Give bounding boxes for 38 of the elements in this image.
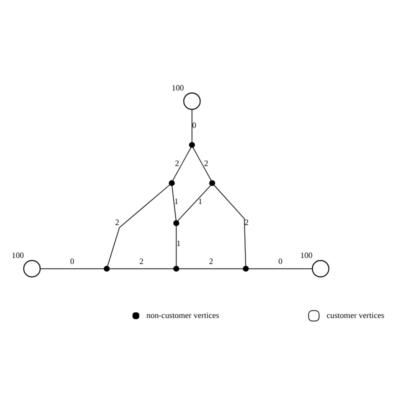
node-circle (312, 260, 330, 278)
legend-label: non-customer vertices (146, 310, 220, 320)
connector (172, 186, 176, 221)
edge-label: 2 (115, 218, 120, 228)
edge-label: 2 (174, 159, 180, 168)
node-dot (173, 266, 180, 272)
connector (178, 268, 244, 270)
edge-label: 1 (176, 239, 181, 248)
edge-label: 2 (244, 218, 249, 228)
node-dot (173, 220, 180, 226)
connector (214, 184, 246, 266)
connector (109, 268, 174, 270)
node-label: 100 (172, 84, 184, 93)
edge-label: 2 (139, 257, 144, 266)
connector (177, 185, 211, 222)
edge-label: 1 (198, 197, 202, 206)
legend-label: customer vertices (326, 310, 384, 320)
connector (40, 268, 104, 270)
node-dot (188, 142, 195, 148)
connector (107, 184, 170, 266)
node-dot (209, 180, 216, 186)
edge-label: 2 (204, 159, 208, 168)
node-dot (168, 180, 175, 186)
connector (172, 147, 192, 181)
edge-label: 2 (208, 257, 214, 266)
node-dot (242, 266, 249, 272)
edge-label: 0 (70, 257, 74, 266)
node-circle (23, 260, 41, 278)
connector (248, 268, 313, 270)
node-circle (183, 92, 201, 110)
connector (192, 147, 212, 181)
edge-label: 0 (278, 257, 282, 266)
node-dot (104, 266, 110, 272)
node-label: 100 (12, 251, 24, 260)
edge-label: 1 (174, 197, 178, 206)
node-label: 100 (300, 251, 313, 260)
connector (176, 225, 177, 266)
edge-label: 0 (192, 120, 196, 130)
